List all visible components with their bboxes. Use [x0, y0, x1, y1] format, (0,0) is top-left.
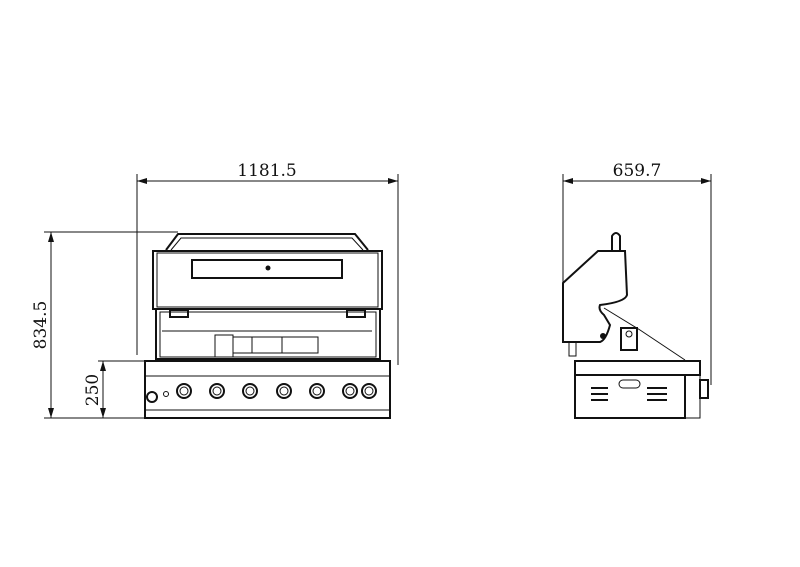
height-label: 834.5: [31, 301, 51, 350]
knob-icon: [361, 383, 377, 399]
control-knobs: [176, 383, 377, 399]
depth-label: 659.7: [613, 161, 662, 181]
grill-side-view: [562, 232, 709, 419]
base-height-label: 250: [83, 374, 103, 406]
thermometer-icon: [265, 265, 271, 271]
width-label: 1181.5: [237, 161, 296, 181]
knob-icon: [242, 383, 258, 399]
side-depth-dimension: 659.7: [562, 161, 712, 385]
knob-icon: [176, 383, 192, 399]
knob-icon: [309, 383, 325, 399]
knob-icon: [276, 383, 292, 399]
knob-icon: [209, 383, 225, 399]
front-height-dimension: 834.5: [31, 231, 178, 419]
knob-icon: [699, 379, 709, 399]
base-height-dimension: 250: [83, 360, 145, 418]
igniter-icon: [146, 391, 169, 403]
thermometer-window: [191, 259, 343, 279]
front-width-dimension: 1181.5: [136, 161, 399, 365]
knob-icon: [342, 383, 358, 399]
grill-front-view: [144, 233, 391, 419]
